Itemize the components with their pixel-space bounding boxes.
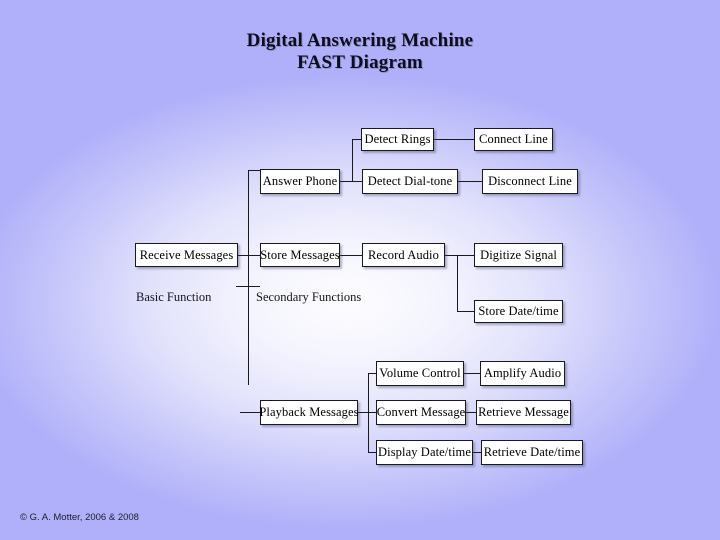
caption-secondary-functions: Secondary Functions — [256, 290, 362, 304]
connector-trunk-to-store-messages — [248, 255, 260, 256]
connector-answer-phone-stub — [340, 181, 352, 182]
node-playback-messages-label: Playback Messages — [259, 405, 359, 420]
connector-column-divider — [248, 286, 249, 308]
node-retrieve-message-label: Retrieve Message — [478, 405, 569, 420]
connector-spine-to-display-date-time — [368, 452, 376, 453]
node-retrieve-message[interactable]: Retrieve Message — [476, 400, 571, 425]
node-connect-line-label: Connect Line — [479, 132, 548, 147]
node-detect-dial-tone[interactable]: Detect Dial-tone — [362, 169, 458, 194]
title-line-2: FAST Diagram — [297, 52, 423, 73]
title-line-1: Digital Answering Machine — [246, 30, 474, 51]
node-store-messages-label: Store Messages — [260, 247, 340, 262]
node-record-audio-label: Record Audio — [368, 247, 439, 262]
node-store-messages[interactable]: Store Messages — [260, 243, 340, 267]
connector-receive-to-trunk — [238, 255, 250, 256]
caption-basic-function: Basic Function — [136, 290, 212, 304]
node-disconnect-line-label: Disconnect Line — [488, 174, 572, 189]
node-record-audio[interactable]: Record Audio — [362, 243, 445, 267]
node-display-date-time[interactable]: Display Date/time — [376, 440, 473, 465]
connector-spine-to-detect-dial-tone — [352, 181, 362, 182]
node-retrieve-date-time-label: Retrieve Date/time — [483, 445, 581, 460]
node-receive-messages-label: Receive Messages — [139, 247, 234, 262]
connector-detect-rings-to-connect-line — [434, 139, 474, 140]
node-convert-message-label: Convert Message — [376, 405, 466, 420]
node-receive-messages[interactable]: Receive Messages — [135, 243, 238, 267]
connector-main-trunk — [248, 170, 249, 385]
connector-spine-to-volume-control — [368, 373, 376, 374]
connector-spine-to-convert-message — [368, 412, 376, 413]
connector-store-to-record-audio — [340, 255, 362, 256]
connector-playback-stub — [358, 412, 368, 413]
node-digitize-signal-label: Digitize Signal — [480, 247, 557, 262]
connector-answer-phone-spine — [352, 139, 353, 182]
copyright-notice: © G. A. Motter, 2006 & 2008 — [20, 512, 139, 523]
connector-trunk-to-playback-messages — [240, 412, 260, 413]
node-connect-line[interactable]: Connect Line — [474, 128, 553, 151]
node-disconnect-line[interactable]: Disconnect Line — [482, 169, 578, 194]
node-digitize-signal[interactable]: Digitize Signal — [474, 243, 563, 267]
connector-detect-dial-tone-to-disconnect-line — [458, 181, 482, 182]
node-playback-messages[interactable]: Playback Messages — [259, 400, 359, 425]
node-detect-rings[interactable]: Detect Rings — [361, 128, 434, 151]
node-retrieve-date-time[interactable]: Retrieve Date/time — [481, 440, 583, 465]
connector-display-to-retrieve-date-time — [473, 452, 481, 453]
node-amplify-audio-label: Amplify Audio — [483, 366, 562, 381]
node-display-date-time-label: Display Date/time — [378, 445, 471, 460]
node-detect-dial-tone-label: Detect Dial-tone — [367, 174, 453, 189]
page-title: Digital Answering Machine FAST Diagram — [0, 30, 720, 74]
node-amplify-audio[interactable]: Amplify Audio — [480, 361, 565, 386]
connector-spine-to-detect-rings — [352, 139, 362, 140]
connector-record-audio-fanout-spine — [457, 255, 458, 311]
connector-volume-control-to-amplify-audio — [464, 373, 480, 374]
connector-spine-to-store-date-time — [457, 311, 474, 312]
connector-spine-to-digitize-signal — [457, 255, 474, 256]
node-answer-phone[interactable]: Answer Phone — [260, 169, 340, 194]
node-volume-control[interactable]: Volume Control — [376, 361, 464, 386]
connector-record-audio-stub — [445, 255, 457, 256]
connector-convert-message-to-retrieve-message — [466, 412, 476, 413]
node-store-date-time[interactable]: Store Date/time — [474, 300, 563, 323]
connector-trunk-to-answer-phone — [248, 170, 260, 171]
node-detect-rings-label: Detect Rings — [364, 132, 431, 147]
node-convert-message[interactable]: Convert Message — [376, 400, 466, 425]
node-volume-control-label: Volume Control — [379, 366, 461, 381]
node-answer-phone-label: Answer Phone — [262, 174, 338, 189]
node-store-date-time-label: Store Date/time — [478, 304, 559, 319]
